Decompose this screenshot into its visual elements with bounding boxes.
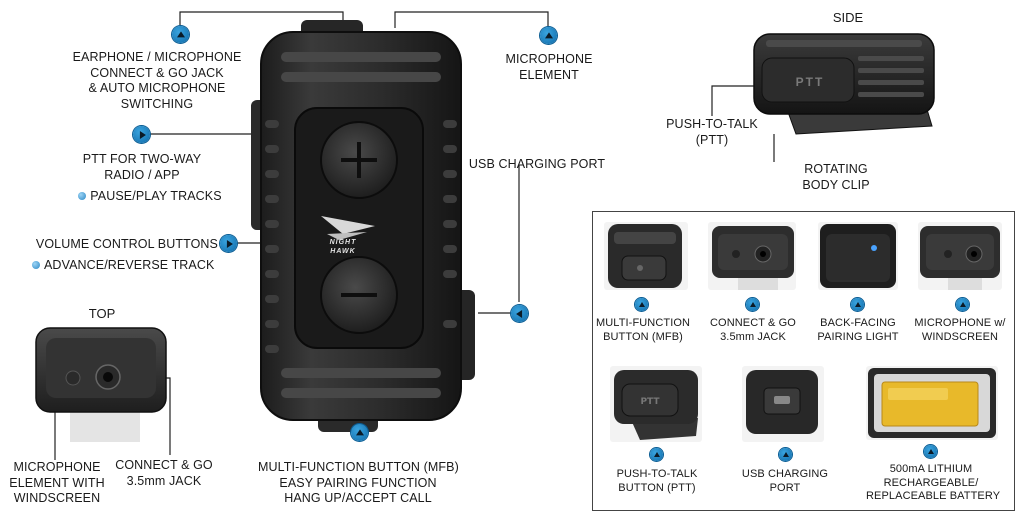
earphone-jack-marker-icon[interactable] <box>172 26 189 43</box>
label-line: 500mA LITHIUM <box>889 463 973 475</box>
label-line: RECHARGEABLE/ <box>883 476 979 489</box>
label-line: WINDSCREEN <box>13 491 101 505</box>
label-line: PTT FOR TWO-WAY <box>82 152 202 166</box>
label-line: (PTT) <box>695 132 729 147</box>
label-line: ADVANCE/REVERSE TRACK <box>44 258 215 272</box>
label-line: RADIO / APP <box>104 167 180 182</box>
detail-battery-image <box>866 366 998 440</box>
detail-panel <box>592 211 1015 511</box>
label-line: MICROPHONE w/ <box>914 317 1006 329</box>
label-line: PORT <box>769 481 801 494</box>
label-line: PAIRING LIGHT <box>817 330 899 343</box>
label-line: MULTI-FUNCTION BUTTON (MFB) <box>258 460 459 474</box>
main-device <box>251 20 475 432</box>
detail-light-image <box>818 222 898 290</box>
side-view-title: SIDE <box>832 10 864 25</box>
detail-jack-marker-icon[interactable] <box>746 298 759 311</box>
label-line: PUSH-TO-TALK <box>616 468 698 480</box>
detail-mic-label: MICROPHONE w/WINDSCREEN <box>908 317 1012 344</box>
label-line: PAUSE/PLAY TRACKS <box>90 189 222 203</box>
detail-ptt-marker-icon[interactable] <box>650 448 663 461</box>
mfb-marker-icon[interactable] <box>351 424 368 441</box>
detail-light-marker-icon[interactable] <box>851 298 864 311</box>
mic-element-label: MICROPHONE ELEMENT <box>494 52 604 83</box>
label-line: 3.5mm JACK <box>720 330 786 343</box>
detail-usb-image <box>742 366 824 442</box>
detail-mfb-image <box>604 222 688 290</box>
label-line: PUSH-TO-TALK <box>666 117 758 131</box>
detail-mfb-marker-icon[interactable] <box>635 298 648 311</box>
label-line: ELEMENT <box>519 67 579 82</box>
bullet-dot-icon <box>78 192 87 200</box>
label-line: CONNECT & GO <box>115 458 213 472</box>
detail-jack-image <box>708 222 796 290</box>
label-line: EARPHONE / MICROPHONE <box>72 50 242 64</box>
usb-port-label: USB CHARGING PORT <box>462 157 612 173</box>
label-line: BUTTON (MFB) <box>603 330 683 343</box>
label-line: HANG UP/ACCEPT CALL <box>284 491 432 505</box>
label-line: BUTTON (PTT) <box>618 481 696 494</box>
top-view-image <box>35 327 167 442</box>
label-line: USB CHARGING <box>741 468 829 480</box>
svg-text:PTT: PTT <box>640 397 660 407</box>
side-clip-label: ROTATING BODY CLIP <box>788 162 884 193</box>
label-line: CONNECT & GO JACK <box>90 65 224 80</box>
detail-ptt-image: PTT <box>610 366 702 442</box>
earphone-jack-label: EARPHONE / MICROPHONE CONNECT & GO JACK … <box>68 50 246 112</box>
label-line: BACK-FACING <box>820 317 896 329</box>
label-line: ELEMENT WITH <box>9 475 105 490</box>
volume-marker-icon[interactable] <box>220 235 237 252</box>
side-ptt-engraving: PTT <box>795 75 825 89</box>
brand-line-2: HAWK <box>330 248 356 255</box>
brand-logo: NIGHT HAWK <box>318 238 368 256</box>
label-line: WINDSCREEN <box>921 330 999 343</box>
side-view-image <box>753 33 935 135</box>
detail-usb-marker-icon[interactable] <box>779 448 792 461</box>
top-mic-label: MICROPHONE ELEMENT WITH WINDSCREEN <box>2 460 112 507</box>
ptt-marker-icon[interactable] <box>133 126 150 143</box>
label-line: REPLACEABLE BATTERY <box>866 490 1001 502</box>
top-jack-label: CONNECT & GO 3.5mm JACK <box>108 458 220 489</box>
detail-mic-marker-icon[interactable] <box>956 298 969 311</box>
top-view-title: TOP <box>88 306 116 321</box>
detail-battery-marker-icon[interactable] <box>924 445 937 458</box>
advance-reverse-label: ADVANCE/REVERSE TRACK <box>22 258 228 274</box>
mic-element-marker-icon[interactable] <box>540 27 557 44</box>
ptt-label: PTT FOR TWO-WAY RADIO / APP <box>72 152 212 183</box>
label-line: MULTI-FUNCTION <box>596 317 691 329</box>
label-line: VOLUME CONTROL BUTTONS <box>35 237 218 251</box>
label-line: CONNECT & GO <box>710 317 796 329</box>
label-line: EASY PAIRING FUNCTION <box>279 475 437 490</box>
label-line: MICROPHONE <box>13 460 101 474</box>
side-ptt-label: PUSH-TO-TALK (PTT) <box>662 117 762 148</box>
brand-line-1: NIGHT <box>329 239 357 246</box>
label-line: BODY CLIP <box>802 177 870 192</box>
volume-label: VOLUME CONTROL BUTTONS <box>22 237 218 253</box>
detail-mic-image <box>918 222 1002 290</box>
bullet-dot-icon <box>32 261 40 269</box>
label-line: ROTATING <box>804 162 868 176</box>
label-line: & AUTO MICROPHONE <box>88 81 226 95</box>
mfb-label: MULTI-FUNCTION BUTTON (MFB) EASY PAIRING… <box>258 460 459 507</box>
pause-play-label: PAUSE/PLAY TRACKS <box>70 189 230 205</box>
label-line: SWITCHING <box>120 96 194 111</box>
label-line: 3.5mm JACK <box>126 473 202 488</box>
label-line: MICROPHONE <box>505 52 593 66</box>
label-line: USB CHARGING PORT <box>468 157 606 171</box>
usb-marker-icon[interactable] <box>511 305 528 322</box>
